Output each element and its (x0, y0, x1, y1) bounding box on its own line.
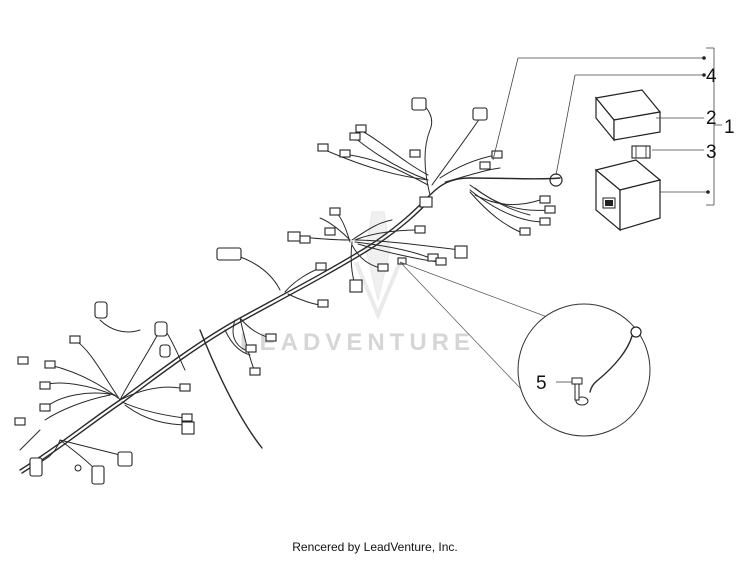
callout-4-label: 4 (706, 66, 717, 87)
harness-branch-left-middle (216, 247, 329, 376)
ground-bolt (556, 377, 583, 401)
harness-branch-upper (317, 97, 556, 236)
main-harness-trunk (19, 173, 563, 474)
credit-text: Rencered by LeadVenture, Inc. (292, 540, 458, 554)
fuse-box-cover (594, 89, 662, 142)
harness-branch-middle (287, 207, 468, 293)
callout-2-label: 2 (706, 108, 717, 129)
harness-branch-left (14, 301, 195, 485)
watermark-text: LEADVENTURE (240, 329, 475, 356)
callout-leaders (492, 47, 722, 206)
callout-5-label: 5 (536, 373, 547, 394)
callout-3-label: 3 (706, 142, 717, 163)
fuse (631, 145, 651, 159)
detail-zoom-circle (399, 261, 651, 437)
fuse-box-body (594, 159, 662, 232)
callout-1-label: 1 (724, 117, 735, 138)
